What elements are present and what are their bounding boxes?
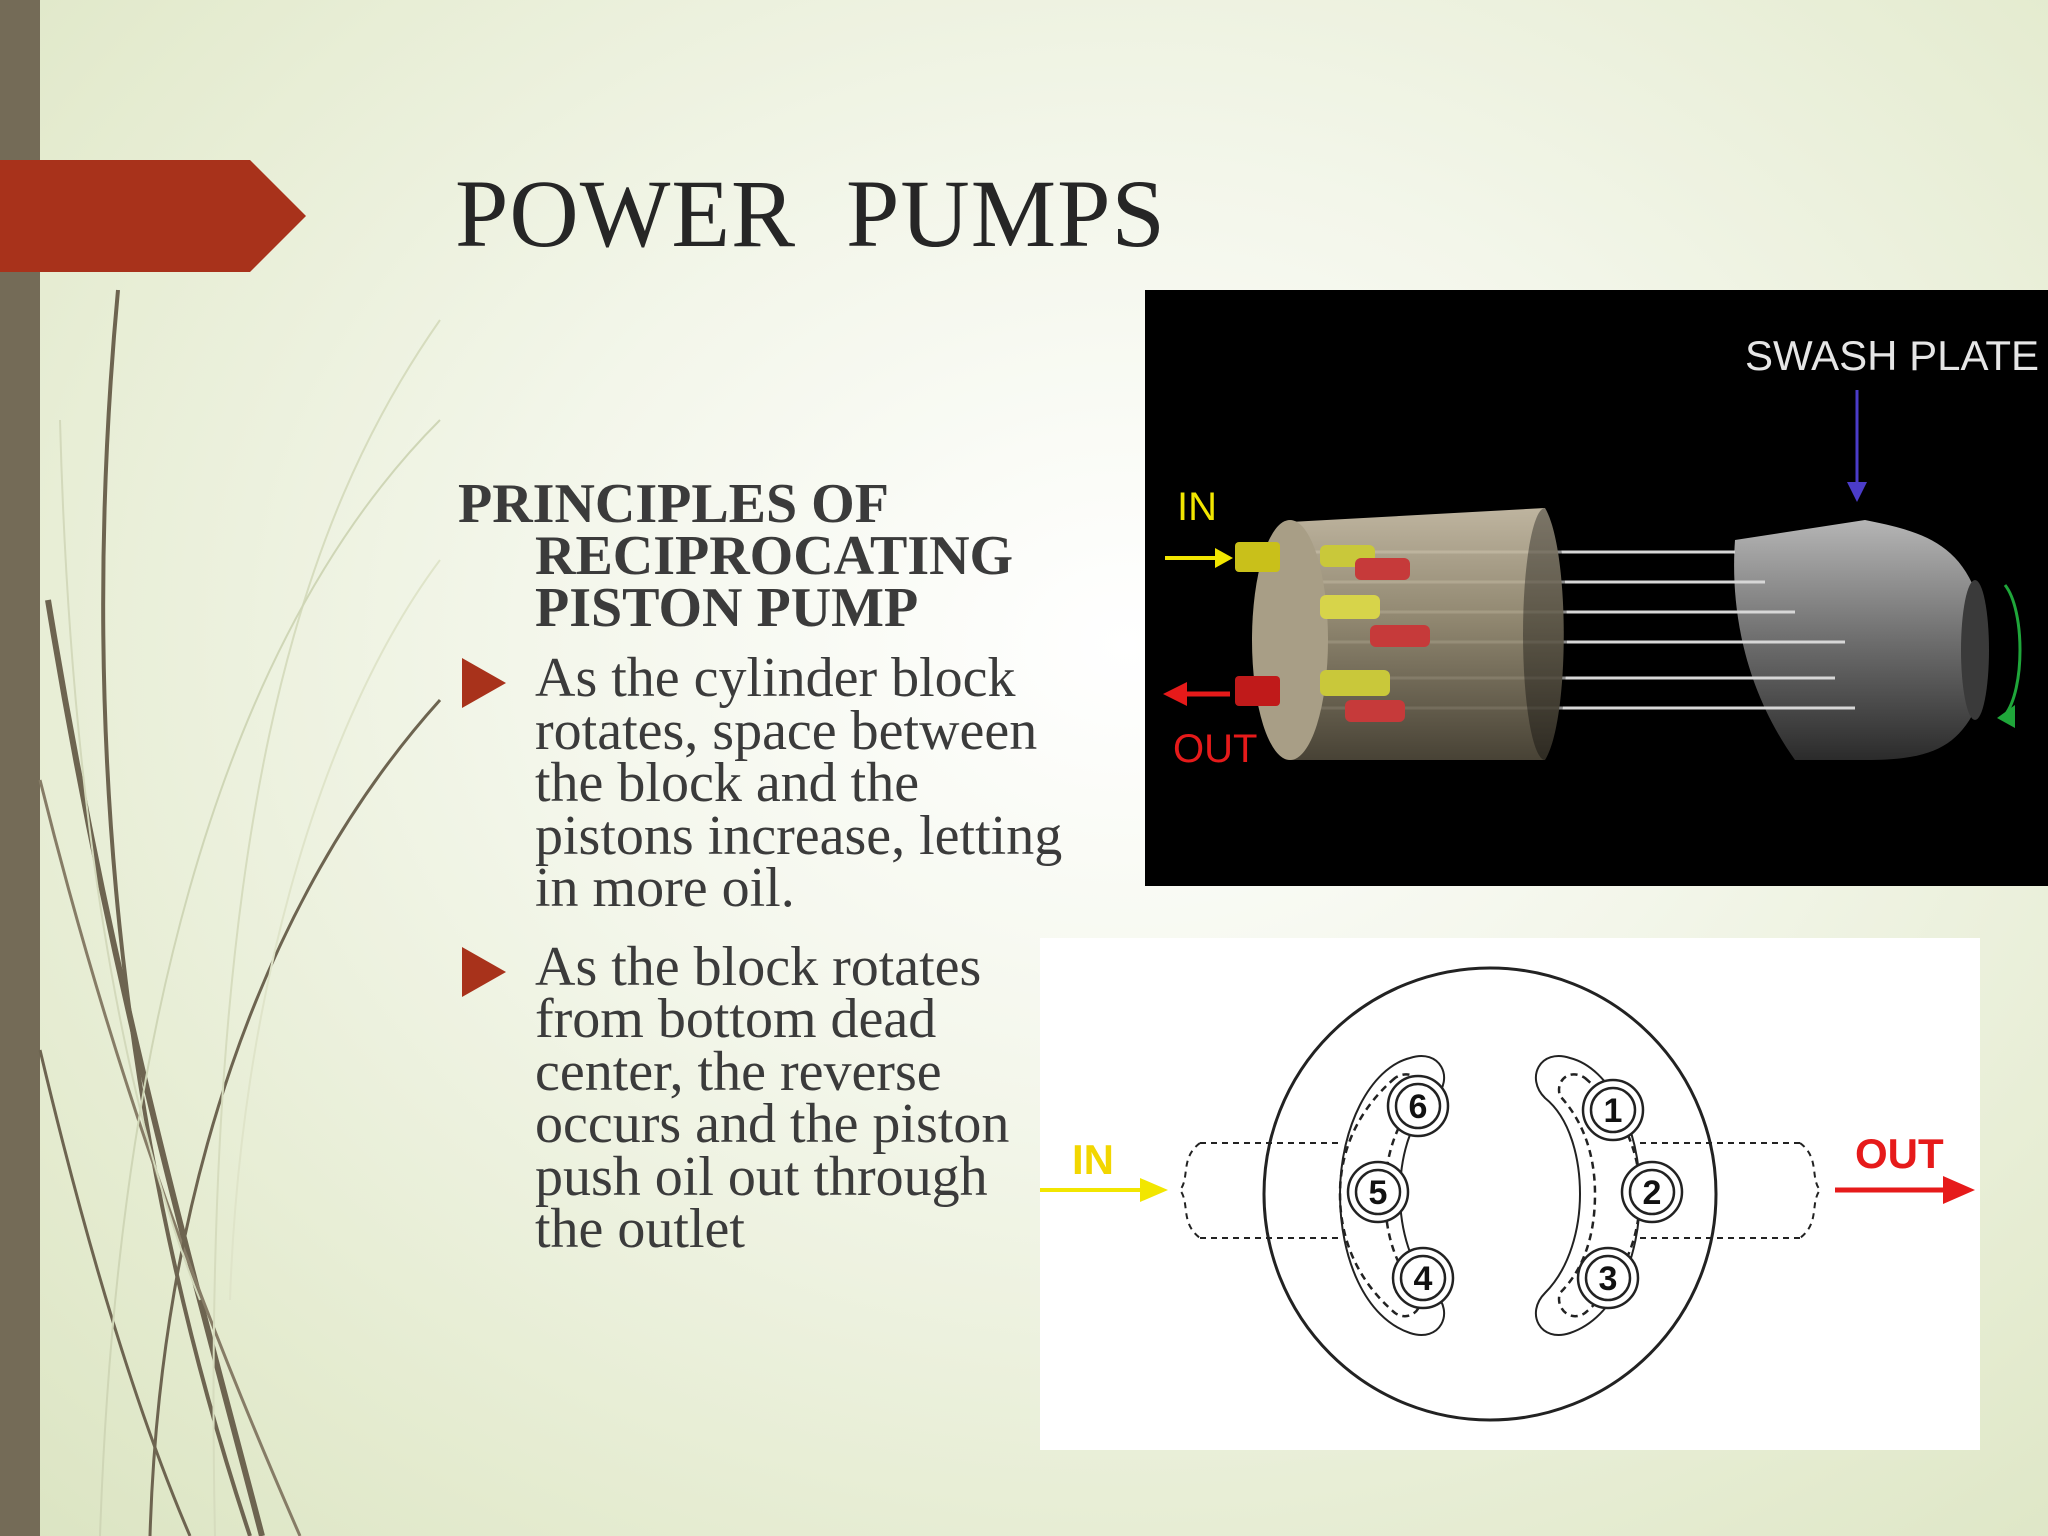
in-label: IN <box>1072 1136 1114 1183</box>
bullet-list: As the cylinder block rotates, space bet… <box>458 647 1178 1260</box>
in-label: IN <box>1177 485 1217 529</box>
bullet-item: As the cylinder block rotates, space bet… <box>458 647 1178 919</box>
triangle-bullet-icon <box>462 658 506 708</box>
title-arrow-tab <box>0 160 306 272</box>
swash-plate-pump-diagram: IN OUT SWASH PLATE <box>1145 290 2048 886</box>
decorative-grass-lines <box>38 289 442 1536</box>
outlet-port <box>1235 676 1280 706</box>
piston-number: 2 <box>1643 1174 1662 1212</box>
cylinder-block-circle <box>1262 966 1718 1422</box>
piston-number: 1 <box>1604 1092 1623 1130</box>
slide-title: POWER PUMPS <box>455 160 1166 267</box>
bullet-item: As the block rotates from bottom dead ce… <box>458 935 1178 1260</box>
piston-number: 4 <box>1414 1260 1433 1298</box>
out-label: OUT <box>1855 1130 1944 1177</box>
valve-plate-diagram: 1 2 3 4 5 6 IN OUT <box>1040 938 1980 1450</box>
out-label: OUT <box>1173 727 1257 771</box>
piston-number: 3 <box>1599 1260 1618 1298</box>
swash-plate-label: SWASH PLATE <box>1745 332 2039 379</box>
piston-number: 6 <box>1409 1088 1428 1126</box>
swash-plate-shape <box>1734 520 1975 760</box>
section-heading: PRINCIPLES OF RECIPROCATING PISTON PUMP <box>458 473 1014 639</box>
content-area: PRINCIPLES OF RECIPROCATING PISTON PUMP … <box>458 473 1178 1282</box>
piston-circles <box>1346 1074 1684 1310</box>
piston-number: 5 <box>1369 1174 1388 1212</box>
bullet-text: As the cylinder block rotates, space bet… <box>535 647 1063 919</box>
triangle-bullet-icon <box>462 946 506 997</box>
pistons <box>1320 545 1430 722</box>
inlet-port <box>1235 542 1280 572</box>
bullet-text: As the block rotates from bottom dead ce… <box>535 935 1010 1260</box>
